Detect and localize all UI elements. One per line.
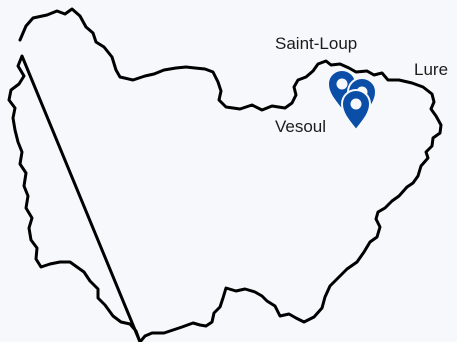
label-saint-loup: Saint-Loup <box>275 34 358 53</box>
label-vesoul: Vesoul <box>275 117 327 136</box>
pin-center <box>350 98 362 110</box>
region-outline <box>7 7 443 342</box>
pin-center <box>336 78 348 90</box>
marker-vesoul[interactable] <box>340 89 372 132</box>
label-lure: Lure <box>414 60 449 79</box>
map-pin-icon <box>340 89 372 132</box>
